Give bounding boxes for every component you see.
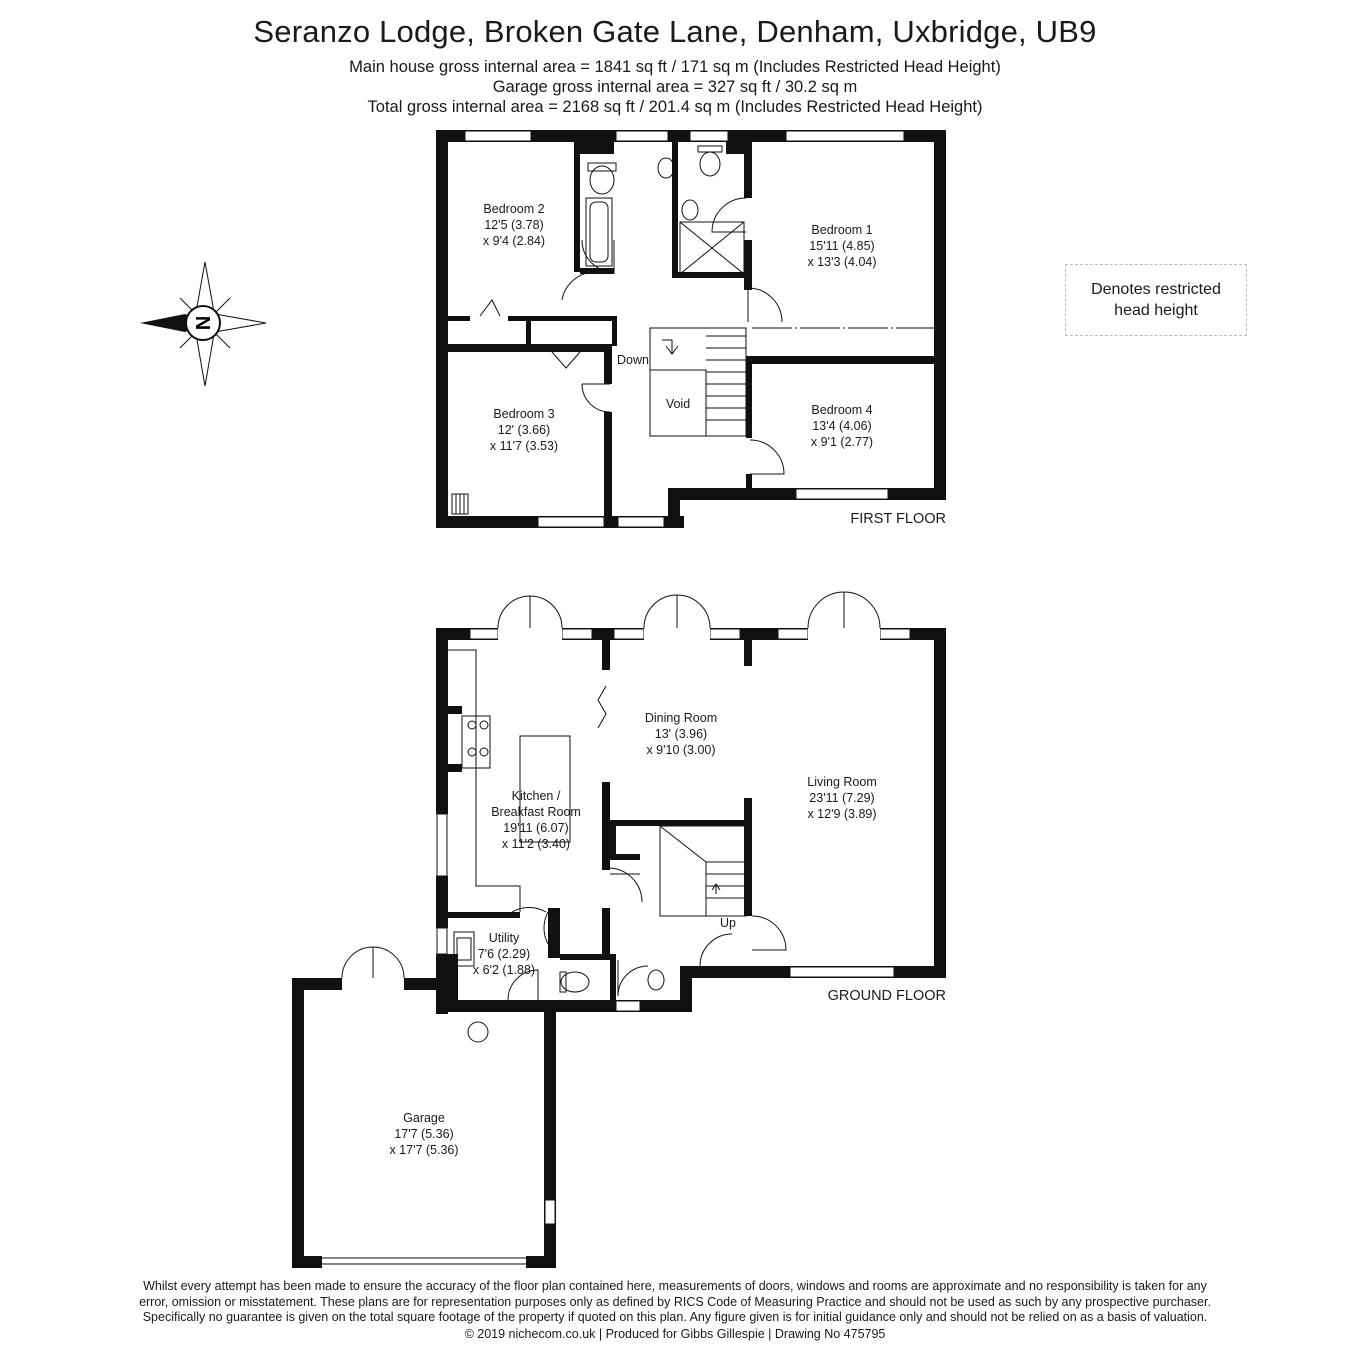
bedroom-1-dim2: x 13'3 (4.04) — [807, 255, 876, 269]
bedroom-1-dim1: 15'11 (4.85) — [809, 239, 874, 253]
living-room-dim2: x 12'9 (3.89) — [807, 807, 876, 821]
legend-line-2: head height — [1114, 302, 1198, 319]
bedroom-2-dim2: x 9'4 (2.84) — [483, 234, 545, 248]
utility-dim1: 7'6 (2.29) — [478, 947, 530, 961]
living-room-label: Living Room — [807, 775, 876, 789]
plan-title: Seranzo Lodge, Broken Gate Lane, Denham,… — [253, 14, 1097, 49]
dining-room-label: Dining Room — [645, 711, 717, 725]
garage-label: Garage — [403, 1111, 445, 1125]
bedroom-1-label: Bedroom 1 — [811, 223, 872, 237]
living-room-dim1: 23'11 (7.29) — [809, 791, 874, 805]
bedroom-3-dim2: x 11'7 (3.53) — [490, 439, 558, 453]
stairs-down-label: Down — [617, 353, 649, 367]
legend-line-1: Denotes restricted — [1091, 281, 1221, 298]
first-floor-label: FIRST FLOOR — [850, 511, 946, 527]
total-area: Total gross internal area = 2168 sq ft /… — [367, 98, 983, 116]
main-house-area: Main house gross internal area = 1841 sq… — [349, 58, 1001, 76]
stairs-up-label: Up — [720, 916, 736, 930]
garage-dim1: 17'7 (5.36) — [394, 1127, 453, 1141]
kitchen-dim2: x 11'2 (3.40) — [502, 837, 570, 851]
garage-area: Garage gross internal area = 327 sq ft /… — [492, 78, 858, 96]
compass-letter: N — [191, 316, 213, 330]
bedroom-3-dim1: 12' (3.66) — [498, 423, 550, 437]
bedroom-4-label: Bedroom 4 — [811, 403, 872, 417]
bedroom-3-label: Bedroom 3 — [493, 407, 554, 421]
bedroom-2-label: Bedroom 2 — [483, 202, 544, 216]
dining-room-dim2: x 9'10 (3.00) — [646, 743, 715, 757]
ground-floor-plan — [292, 591, 946, 1268]
ground-floor-label: GROUND FLOOR — [828, 988, 946, 1004]
kitchen-dim1: 19'11 (6.07) — [503, 821, 568, 835]
disclaimer-line-2: error, omission or misstatement. These p… — [139, 1294, 1211, 1309]
north-arrow-compass-icon: N — [140, 261, 267, 387]
disclaimer-line-1: Whilst every attempt has been made to en… — [143, 1279, 1207, 1293]
restricted-head-height-legend: Denotes restricted head height — [1065, 264, 1247, 336]
disclaimer-line-3: Specifically no guarantee is given on th… — [142, 1310, 1208, 1325]
kitchen-label-2: Breakfast Room — [491, 805, 581, 819]
dining-room-dim1: 13' (3.96) — [655, 727, 707, 741]
footer-credits: © 2019 nichecom.co.uk | Produced for Gib… — [464, 1327, 886, 1341]
disclaimer: Whilst every attempt has been made to en… — [40, 1279, 1310, 1326]
kitchen-label-1: Kitchen / — [512, 789, 561, 803]
void-label: Void — [666, 397, 690, 411]
utility-dim2: x 6'2 (1.88) — [473, 963, 535, 977]
bedroom-4-dim1: 13'4 (4.06) — [812, 419, 871, 433]
garage-dim2: x 17'7 (5.36) — [389, 1143, 458, 1157]
utility-label: Utility — [489, 931, 520, 945]
bedroom-4-dim2: x 9'1 (2.77) — [811, 435, 873, 449]
bedroom-2-dim1: 12'5 (3.78) — [484, 218, 543, 232]
first-floor-plan — [436, 130, 946, 528]
